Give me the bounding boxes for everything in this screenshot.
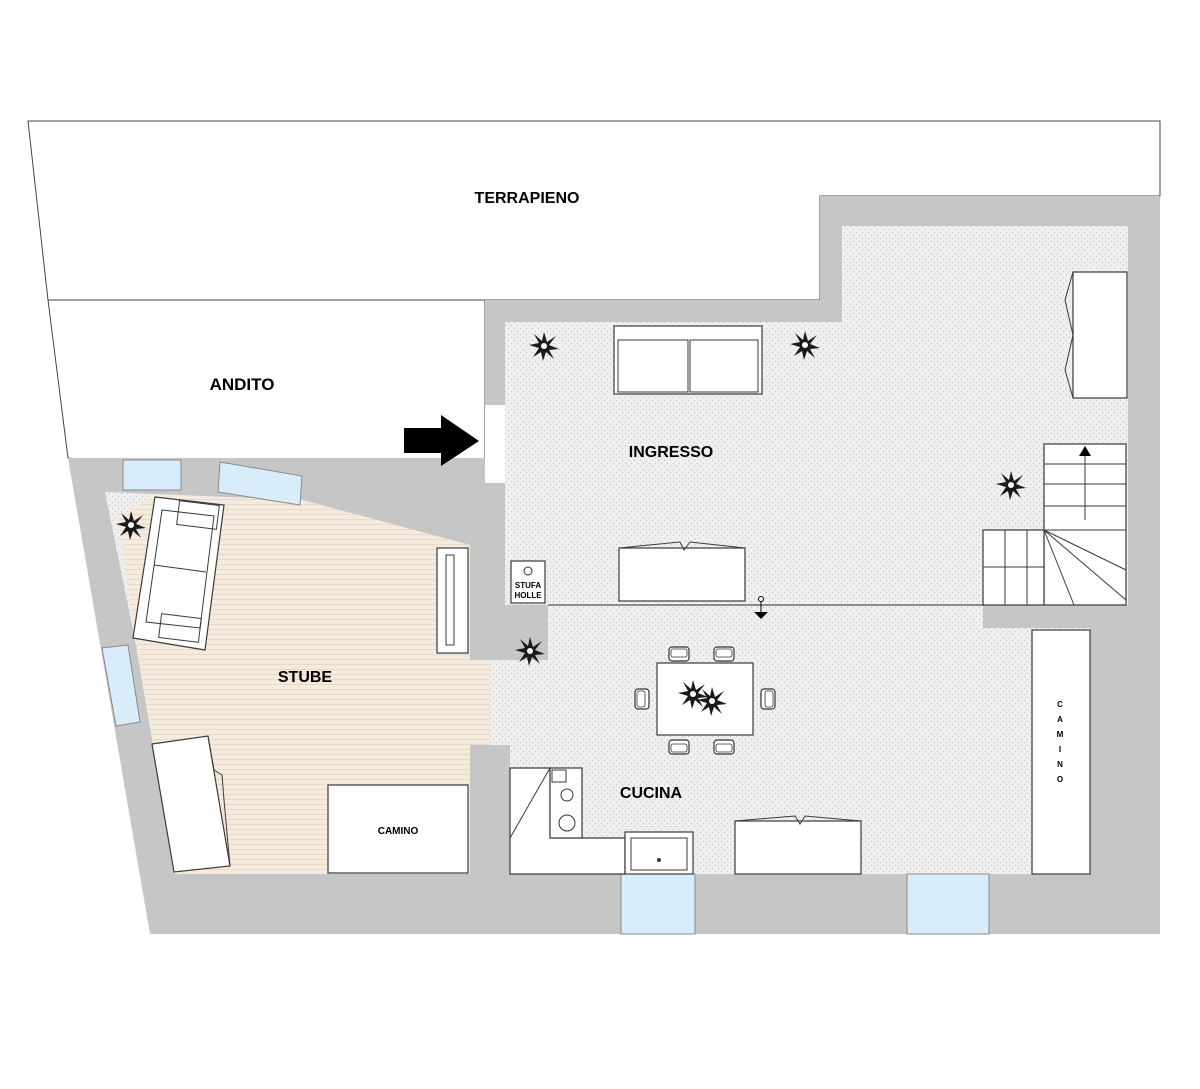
- room-label-stube: STUBE: [278, 669, 333, 686]
- window: [620, 873, 696, 935]
- window: [101, 644, 141, 727]
- wall-segment: [485, 483, 505, 605]
- camino-vertical-4: N: [1057, 760, 1063, 769]
- camino-vertical-3: I: [1059, 745, 1061, 754]
- window: [122, 459, 182, 491]
- stufa-label-1: STUFA: [515, 581, 541, 590]
- staircase: [982, 443, 1127, 606]
- stufa-holle: STUFA HOLLE: [510, 560, 546, 604]
- room-label-cucina: CUCINA: [620, 785, 683, 802]
- window: [906, 873, 990, 935]
- window: [217, 461, 303, 506]
- wall-segment: [470, 745, 510, 874]
- sink: [624, 831, 694, 875]
- entrance-arrow-icon: [404, 415, 479, 466]
- stove: [549, 767, 583, 839]
- fireplace-cucina: C A M I N O: [1031, 629, 1091, 875]
- level-marker-icon: [754, 596, 768, 619]
- room-label-ingresso: INGRESSO: [629, 444, 713, 461]
- camino-vertical-1: A: [1057, 715, 1063, 724]
- wardrobe-ingresso: [1064, 271, 1128, 399]
- sideboard-cucina: [734, 815, 862, 875]
- cabinet-ingresso: [618, 541, 746, 602]
- tv-stube: [436, 547, 469, 654]
- sofa-ingresso: [613, 325, 763, 395]
- sofa-stube: [132, 496, 225, 651]
- camino-vertical-0: C: [1057, 700, 1063, 709]
- stair-up-arrow-icon: [1079, 446, 1091, 456]
- cucina-floor: [490, 605, 1090, 874]
- fireplace-stube: CAMINO: [327, 784, 469, 874]
- room-label-terrapieno: TERRAPIENO: [475, 190, 580, 207]
- wall-segment: [485, 300, 505, 405]
- camino-vertical-5: O: [1057, 775, 1063, 784]
- cabinet-stube: [151, 735, 231, 873]
- room-label-andito: ANDITO: [210, 375, 275, 394]
- camino-vertical-2: M: [1057, 730, 1064, 739]
- wall-segment: [983, 605, 1090, 628]
- entrance-opening: [485, 405, 505, 483]
- camino-stube-label: CAMINO: [378, 826, 419, 837]
- stufa-label-2: HOLLE: [514, 591, 542, 600]
